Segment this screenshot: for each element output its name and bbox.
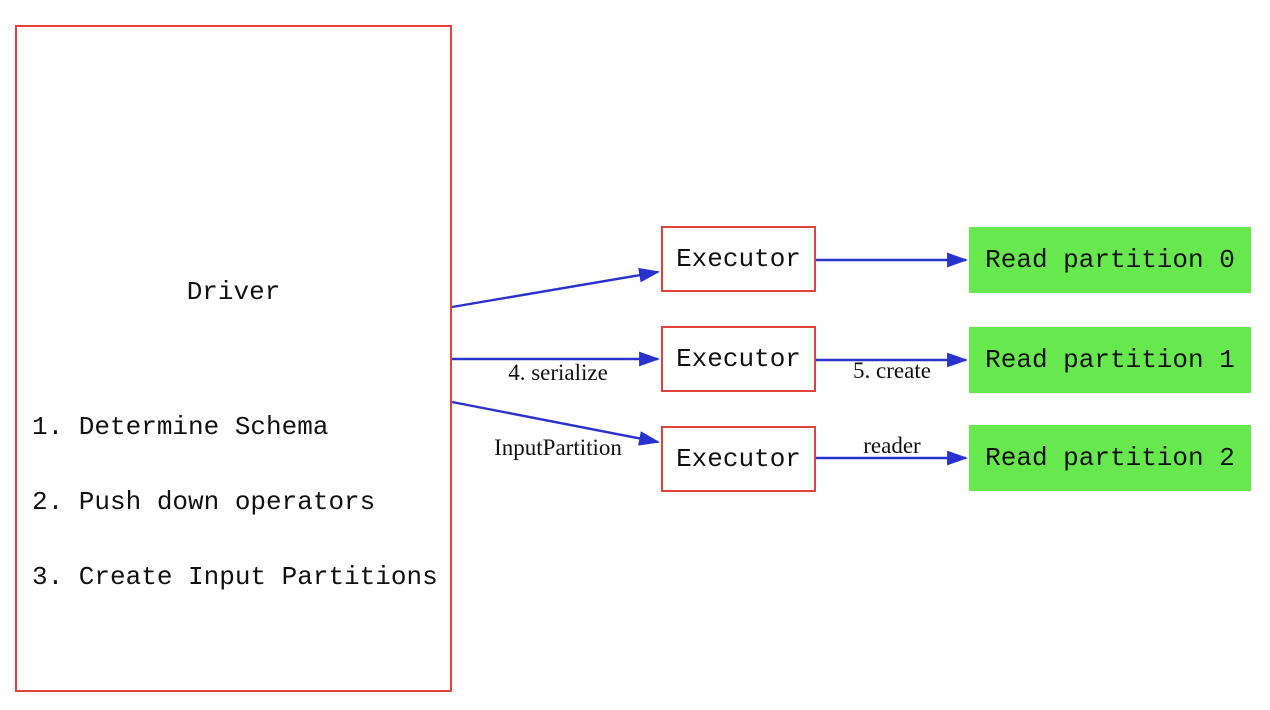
edge-label-reader-line2: reader [863,433,921,458]
edge-label-serialize-line2: InputPartition [494,435,622,460]
executor-box-3: Executor [661,426,816,492]
executor-box-1: Executor [661,226,816,292]
driver-title: Driver [186,277,281,307]
driver-box: Driver 1. Determine Schema 2. Push down … [15,25,452,692]
arrow-driver-to-executor-1 [451,267,661,309]
read-partition-1-box: Read partition 1 [969,327,1251,393]
driver-steps: 1. Determine Schema 2. Push down operato… [32,365,438,640]
read-partition-2-box: Read partition 2 [969,425,1251,491]
edge-label-reader-line1: 5. create [853,358,931,383]
edge-label-create-reader: 5. create reader [812,308,972,508]
executor-box-2: Executor [661,326,816,392]
read-partition-0-box: Read partition 0 [969,227,1251,293]
driver-step-2: 2. Push down operators [32,487,376,517]
edge-label-serialize-inputpartition: 4. serialize InputPartition [458,310,658,510]
driver-step-1: 1. Determine Schema [32,412,329,442]
driver-step-3: 3. Create Input Partitions [32,562,438,592]
edge-label-serialize-line1: 4. serialize [508,360,608,385]
